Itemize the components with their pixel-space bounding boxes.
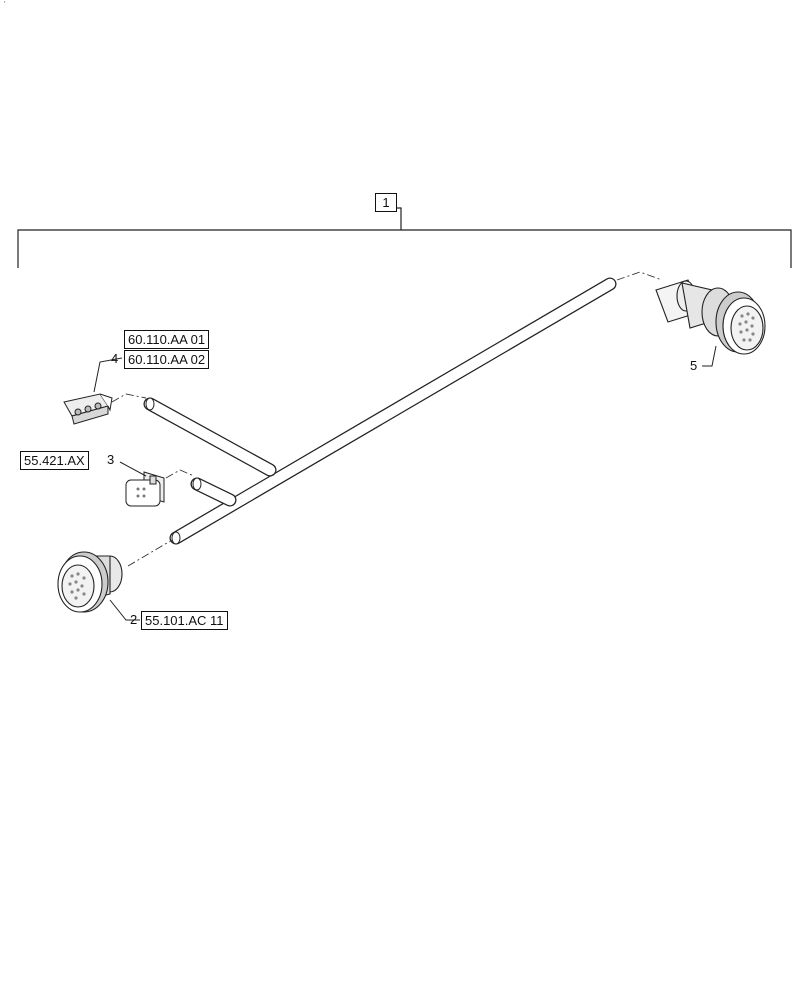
item4-ref-box-2: 60.110.AA 02 — [124, 350, 210, 369]
item4-number: 4 — [111, 351, 119, 366]
circular-plug-connector — [655, 279, 766, 355]
assembly-item-number: 1 — [382, 195, 390, 210]
branch-cable-lower — [190, 477, 237, 507]
circular-receptacle-connector — [57, 551, 123, 613]
connection-centerlines — [111, 271, 663, 567]
leader-lines — [93, 345, 717, 621]
item5-number: 5 — [690, 358, 698, 373]
item4-ref-2: 60.110.AA 02 — [128, 352, 206, 367]
main-cable — [169, 277, 617, 545]
item3-ref: 55.421.AX — [24, 453, 85, 468]
sealed-rectangular-connector — [125, 471, 165, 507]
item4-ref-1: 60.110.AA 01 — [128, 332, 206, 347]
item4-ref-box-1: 60.110.AA 01 — [124, 330, 210, 349]
item2-number: 2 — [130, 612, 138, 627]
assembly-bracket — [17, 207, 792, 268]
item3-number: 3 — [107, 452, 115, 467]
small-inline-connector — [63, 393, 113, 425]
branch-cable-upper — [143, 397, 277, 477]
item2-ref: 55.101.AC 11 — [145, 613, 224, 628]
item3-ref-box: 55.421.AX — [20, 451, 89, 470]
corner-mark: ' — [4, 0, 6, 9]
assembly-item-box: 1 — [375, 193, 397, 212]
item2-ref-box: 55.101.AC 11 — [141, 611, 228, 630]
